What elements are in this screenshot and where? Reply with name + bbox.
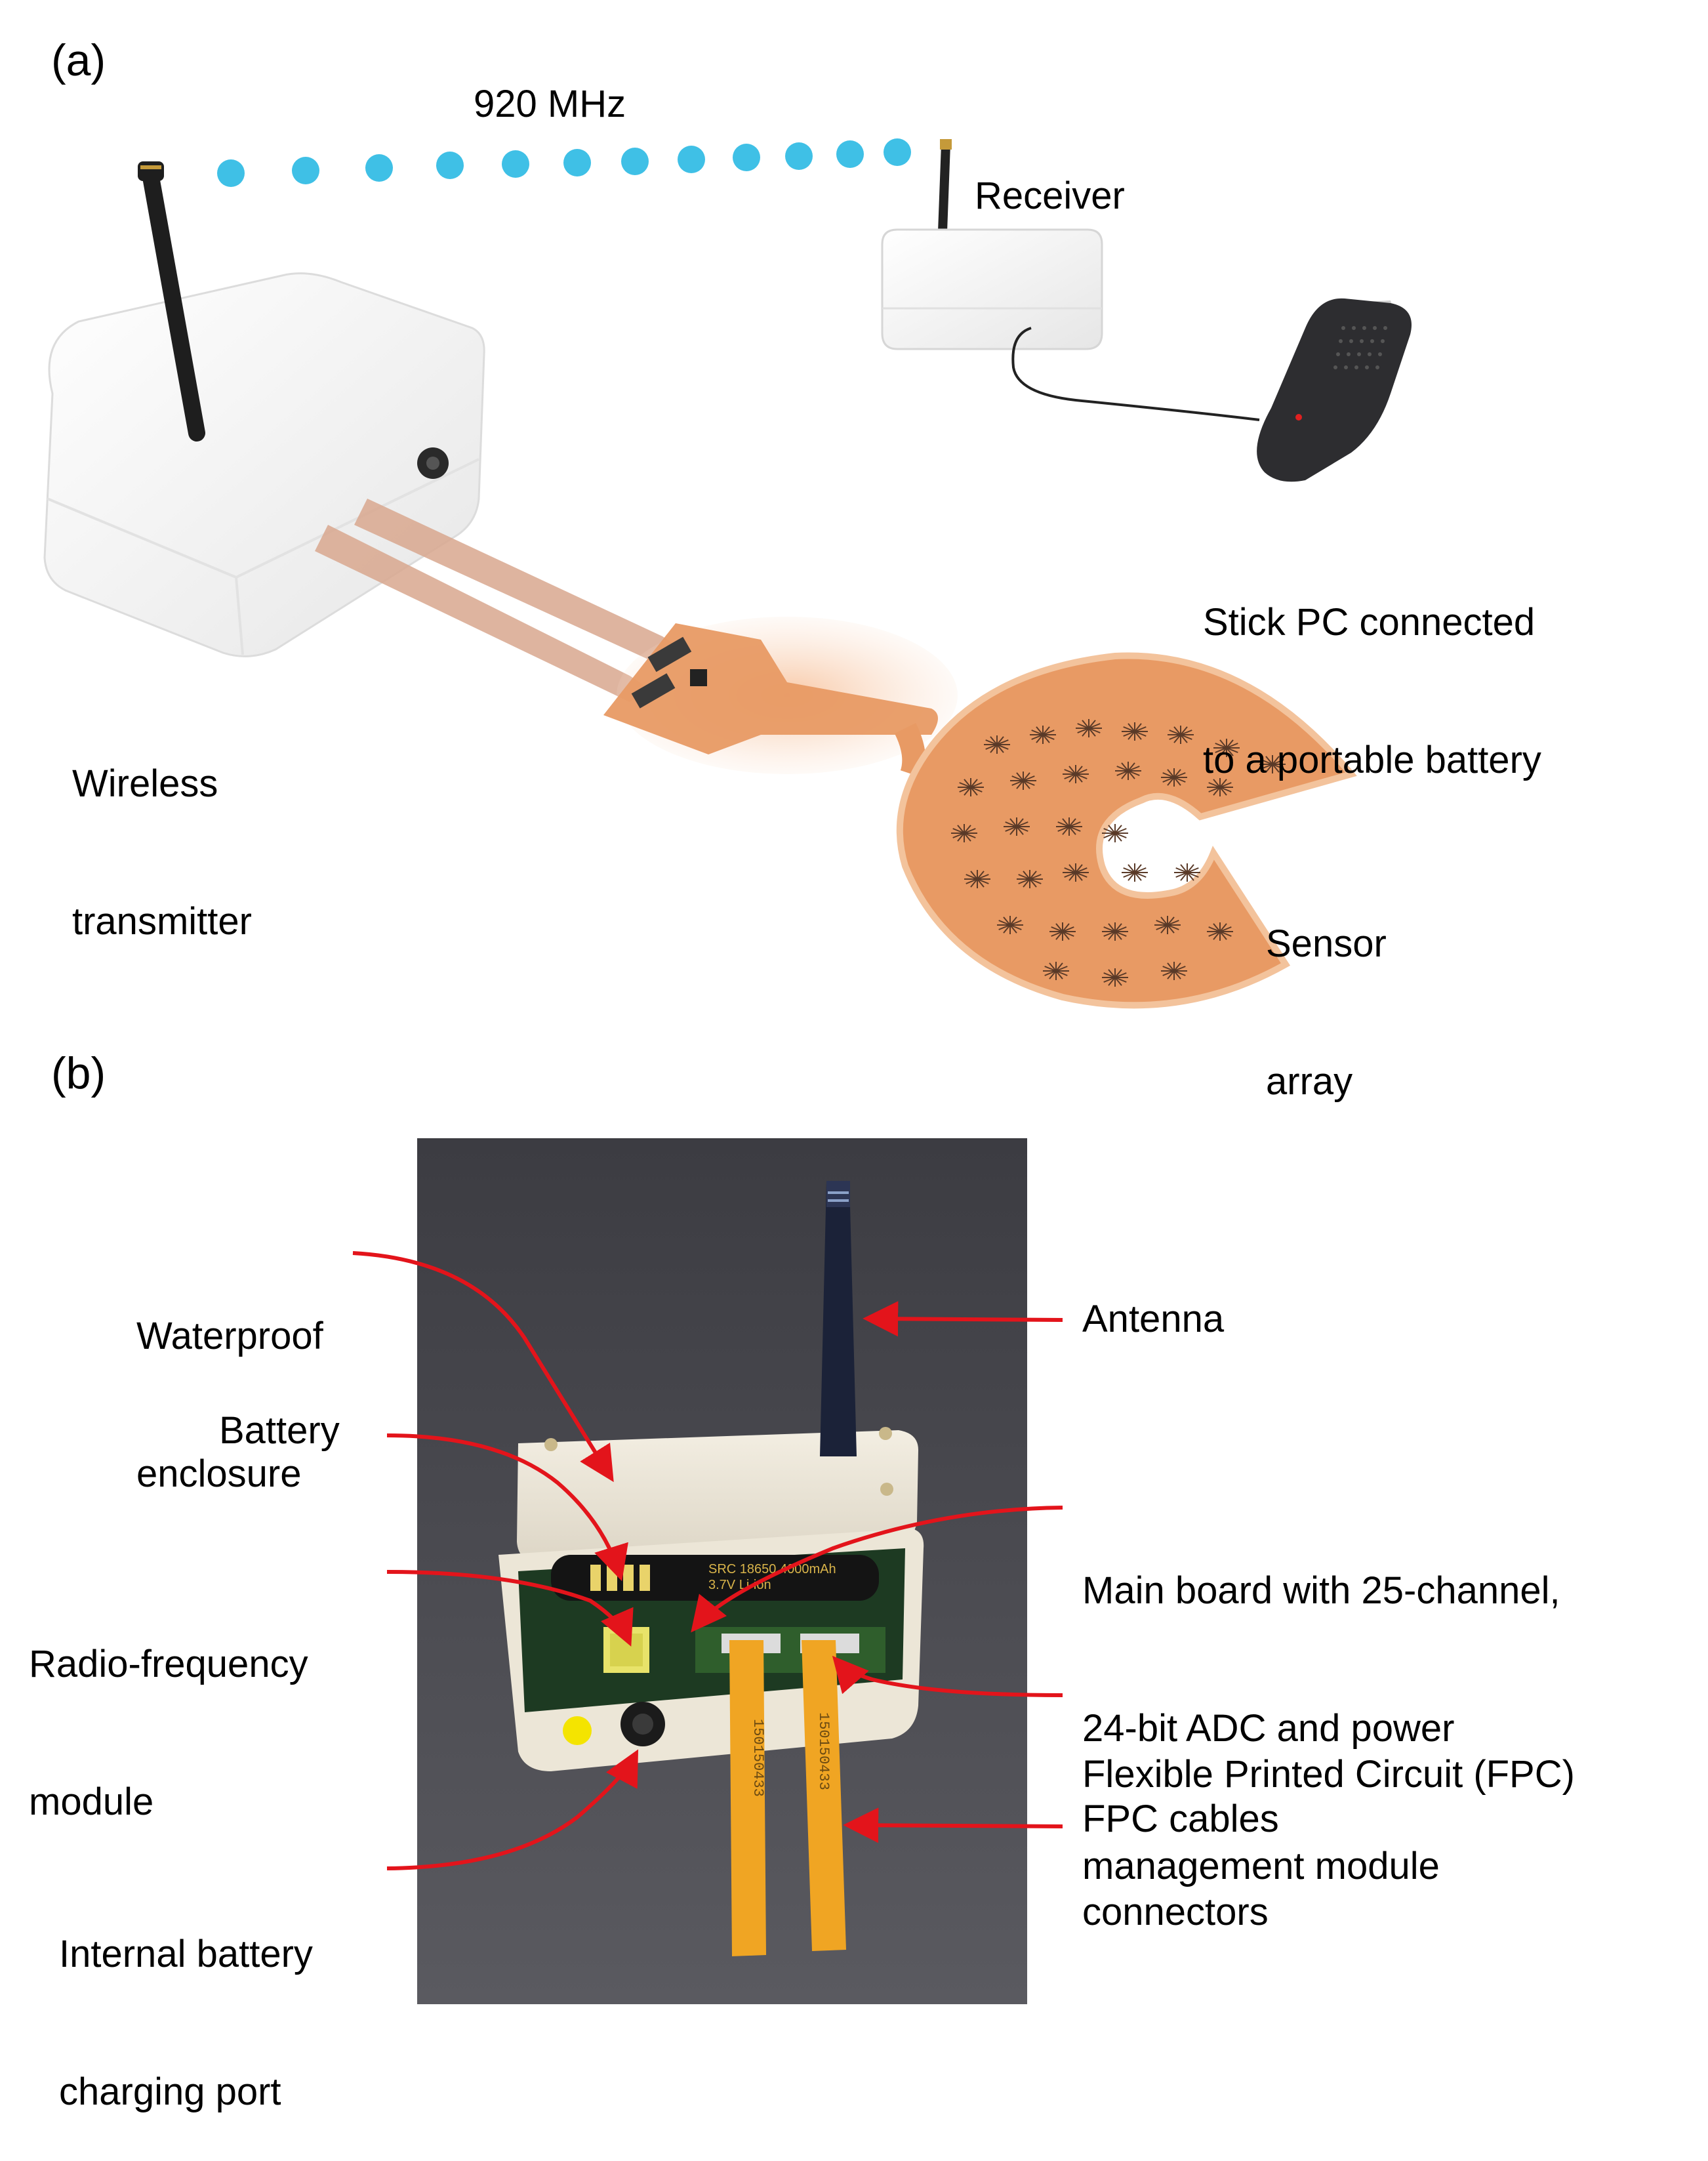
sensor-node xyxy=(1043,962,1069,980)
rf-module-line-1: Radio-frequency xyxy=(29,1643,308,1685)
transmitter-line-1: Wireless xyxy=(72,762,218,805)
sensor-node xyxy=(1102,824,1128,842)
receiver-label: Receiver xyxy=(975,175,1125,217)
sensor-node xyxy=(1056,817,1082,836)
charging-port-line-1: Internal battery xyxy=(59,1933,313,1975)
arrow-battery xyxy=(386,1433,628,1582)
sensor-node xyxy=(1076,719,1102,737)
fpc-cables-label: FPC cables xyxy=(1082,1798,1279,1840)
sensor-node xyxy=(1122,863,1148,882)
stick-pc-line-1: Stick PC connected xyxy=(1203,601,1535,644)
sensor-line-1: Sensor xyxy=(1266,922,1387,965)
wireless-signal-dots xyxy=(217,138,911,187)
sensor-node xyxy=(1168,726,1194,744)
sensor-node xyxy=(1122,722,1148,741)
sensor-node xyxy=(1213,739,1240,757)
sensor-node xyxy=(1063,765,1089,783)
charging-port-line-2: charging port xyxy=(59,2070,281,2113)
waterproof-line-2: enclosure xyxy=(136,1452,302,1495)
cable-code-right: 150150433 xyxy=(815,1712,832,1790)
sensor-node xyxy=(951,824,977,842)
sensor-array-label: Sensor array xyxy=(1266,829,1387,1151)
battery-print-line-1: SRC 18650 4000mAh xyxy=(708,1562,836,1576)
rf-module-line-2: module xyxy=(29,1780,154,1823)
sensor-node xyxy=(984,735,1010,754)
sensor-node xyxy=(1259,755,1286,773)
charging-port-label: Internal battery charging port xyxy=(59,1840,313,2161)
fpc-connectors-line-1: Flexible Printed Circuit (FPC) xyxy=(1082,1753,1575,1796)
sensor-node xyxy=(1154,916,1181,934)
panel-b-label: (b) xyxy=(51,1048,106,1098)
sensor-node xyxy=(1102,922,1128,941)
main-board-label: Main board with 25-channel, 24-bit ADC a… xyxy=(1082,1476,1560,1935)
callout-arrows xyxy=(352,1251,1063,1870)
rf-module-label: Radio-frequency module xyxy=(29,1550,308,1871)
main-board-line-1: Main board with 25-channel, xyxy=(1082,1569,1560,1612)
receiver-cable xyxy=(1011,327,1260,421)
arrow-rf-module xyxy=(386,1570,634,1647)
transmitter-line-2: transmitter xyxy=(72,900,252,943)
sensor-node xyxy=(958,778,984,796)
sensor-node xyxy=(1049,922,1076,941)
main-board-line-3: management module xyxy=(1082,1845,1440,1887)
fpc-ribbons xyxy=(315,499,682,702)
sensor-nodes xyxy=(951,719,1286,987)
sensor-line-2: array xyxy=(1266,1060,1353,1103)
fpc-connectors-line-2: connectors xyxy=(1082,1891,1269,1933)
battery-print-line-2: 3.7V Li-ion xyxy=(708,1578,771,1592)
arrow-main-board xyxy=(691,1506,1063,1633)
sensor-node xyxy=(1207,778,1233,796)
waterproof-line-1: Waterproof xyxy=(136,1315,323,1357)
arrow-waterproof xyxy=(352,1251,614,1483)
figure-canvas: SRC 18650 4000mAh 3.7V Li-ion 150150433 … xyxy=(43,138,1412,2004)
sensor-node xyxy=(1030,726,1056,744)
sensor-node xyxy=(1102,968,1128,987)
sensor-node xyxy=(1207,922,1233,941)
stick-pc-line-2: to a portable battery xyxy=(1203,739,1541,781)
sensor-node xyxy=(1174,863,1200,882)
antenna-label: Antenna xyxy=(1082,1298,1225,1340)
cable-code-left: 150150433 xyxy=(750,1719,766,1797)
sensor-node xyxy=(1004,817,1030,836)
sensor-node xyxy=(1010,772,1036,790)
main-board-line-2: 24-bit ADC and power xyxy=(1082,1707,1455,1750)
sensor-node xyxy=(997,916,1023,934)
arrow-fpc-cables xyxy=(843,1807,1063,1843)
sensor-node xyxy=(1161,962,1187,980)
arrow-charging-port xyxy=(386,1749,639,1870)
panel-a-label: (a) xyxy=(51,35,106,85)
sensor-node xyxy=(1161,768,1187,787)
arrow-fpc-connectors xyxy=(832,1655,1063,1697)
sensor-node xyxy=(964,870,990,888)
waterproof-label: Waterproof enclosure xyxy=(136,1222,323,1543)
sensor-node xyxy=(1115,762,1141,780)
sensor-array xyxy=(603,617,1357,1009)
stick-pc-device xyxy=(1257,298,1412,482)
transmitter-label: Wireless transmitter xyxy=(72,669,252,991)
battery-label: Battery xyxy=(219,1409,340,1452)
panel-b-photo: SRC 18650 4000mAh 3.7V Li-ion 150150433 … xyxy=(417,1138,1027,2004)
receiver-device xyxy=(881,139,1103,350)
panel-a-illustration xyxy=(43,138,1412,1009)
sensor-node xyxy=(1017,870,1043,888)
fpc-connectors-label: Flexible Printed Circuit (FPC) connector… xyxy=(1082,1660,1575,1981)
frequency-label: 920 MHz xyxy=(474,83,626,125)
sensor-node xyxy=(1063,863,1089,882)
arrow-antenna xyxy=(863,1301,1063,1337)
stick-pc-label: Stick PC connected to a portable battery xyxy=(1203,508,1541,829)
